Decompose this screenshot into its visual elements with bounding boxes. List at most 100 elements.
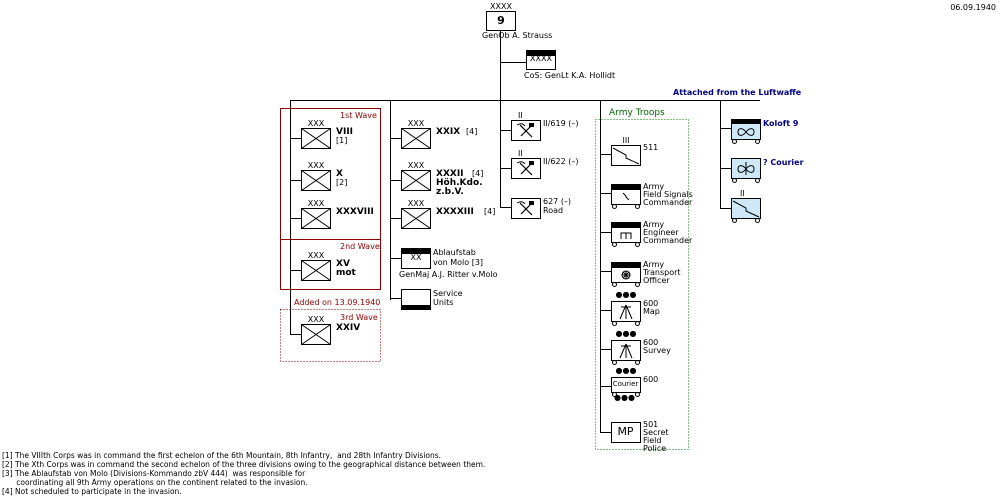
wheel-icon: [732, 218, 737, 223]
wheel-icon: [635, 282, 640, 287]
corps-symbol-xv: XXX: [301, 251, 333, 283]
corps-extra-2: z.b.V.: [436, 187, 464, 197]
luftwaffe-unit-symbol: [731, 198, 761, 219]
army-troop-symbol: [611, 422, 641, 443]
corps-symbol-x: XXX: [301, 161, 333, 193]
construction-label: II/619 (–): [543, 119, 579, 128]
corps-name: XXIV: [336, 323, 361, 333]
survey-icon: [619, 343, 633, 359]
ablaufstab-line2: von Molo [3]: [433, 258, 484, 267]
army-troop-symbol: [611, 262, 641, 283]
construction-echelon: II: [518, 149, 523, 158]
troop-label-line: Field: [643, 436, 662, 445]
infantry-cross-icon: [301, 128, 331, 149]
army-troop-symbol: [611, 340, 641, 361]
wave-label-second: 2nd Wave: [340, 242, 380, 251]
corps-echelon: XXX: [407, 199, 425, 208]
wave-added-note: Added on 13.09.1940: [294, 298, 381, 307]
footnote: [1] The VIIIth Corps was in command the …: [2, 451, 442, 460]
construction-battalion-symbol: [511, 120, 541, 141]
troop-label-line: Commander: [643, 198, 693, 207]
construction-label: II/622 (–): [543, 157, 579, 166]
infantry-cross-icon: [401, 128, 431, 149]
corps-note: [4]: [472, 169, 484, 178]
troop-echelon-below: ●●●: [614, 393, 635, 402]
corps-echelon: XXX: [307, 251, 325, 260]
ablaufstab-commander: GenMaj A.J. Ritter v.Molo: [399, 270, 498, 279]
service-units-line1: Service: [433, 289, 463, 298]
corps-name: XV: [336, 259, 350, 269]
chief-of-staff-label: CoS: GenLt K.A. Hollidt: [524, 71, 616, 80]
wave-label-third: 3rd Wave: [340, 313, 378, 322]
service-units-line2: Units: [433, 298, 454, 307]
army-troop-symbol: [611, 301, 641, 322]
troop-label-line: Army: [643, 220, 665, 229]
corps-echelon: XXX: [307, 119, 325, 128]
infantry-cross-icon: [301, 324, 331, 345]
service-units-symbol: [401, 289, 431, 310]
corps-name: VIII: [336, 127, 354, 137]
wheel-icon: [612, 392, 617, 397]
infantry-cross-icon: [401, 208, 431, 229]
wave-label-first: 1st Wave: [340, 111, 377, 120]
pick-shovel-icon: [516, 161, 534, 176]
wheel-icon: [612, 242, 617, 247]
luftwaffe-echelon: II: [740, 189, 745, 198]
troop-box-label: Courier: [612, 380, 639, 388]
aviation-icon: [737, 162, 755, 175]
infantry-cross-icon: [301, 170, 331, 191]
wheel-icon: [612, 204, 617, 209]
corps-echelon: XXX: [307, 315, 325, 324]
corps-note: [2]: [336, 178, 348, 187]
transport-officer-icon: [612, 263, 640, 280]
troop-echelon: ●●●: [615, 290, 637, 299]
troop-label-line: Secret: [643, 428, 669, 437]
luftwaffe-title: Attached from the Luftwaffe: [673, 88, 802, 97]
troop-echelon: ●●●: [615, 366, 637, 375]
construction-label: 627 (–): [543, 197, 572, 206]
troop-label-line: Army: [643, 182, 665, 191]
corps-note: [4]: [466, 127, 478, 136]
troop-box-label: MP: [617, 425, 634, 438]
corps-extra-1: Höh.Kdo.: [436, 178, 483, 188]
corps-echelon: XXX: [407, 119, 425, 128]
army-echelon: XXXX: [490, 2, 512, 11]
luftwaffe-unit-label: ? Courier: [763, 158, 804, 167]
wheel-icon: [635, 392, 640, 397]
corps-echelon: XXX: [307, 199, 325, 208]
wheel-icon: [635, 321, 640, 326]
troop-label-line: Commander: [643, 236, 693, 245]
troop-label-line: 511: [643, 143, 659, 152]
cos-echelon: XXXX: [530, 54, 552, 63]
army-commander: GenOb A. Strauss: [482, 31, 553, 40]
troop-label-line: 600: [643, 375, 659, 384]
ablaufstab-symbol: XX: [401, 248, 431, 269]
troop-label-line: Officer: [643, 276, 670, 285]
footnote: [3] The Ablaufstab von Molo (Divisions-K…: [2, 469, 306, 478]
troop-label-line: Police: [643, 444, 667, 453]
aviation-icon: [732, 120, 760, 136]
wheel-icon: [755, 139, 760, 144]
corps-name: XXXVIII: [336, 207, 374, 217]
construction-sub: Road: [543, 206, 564, 215]
corps-name: XXXII: [436, 169, 464, 179]
footnote: coordinating all 9th Army operations on …: [2, 478, 308, 487]
corps-symbol-xxxviii: XXX: [301, 199, 333, 231]
wheel-icon: [612, 360, 617, 365]
construction-battalion-symbol: [511, 198, 541, 219]
troop-label-line: Transport: [643, 268, 681, 277]
corps-echelon: XXX: [307, 161, 325, 170]
construction-echelon: II: [518, 111, 523, 120]
luftwaffe-unit-symbol: [731, 119, 761, 140]
corps-note: [1]: [336, 136, 348, 145]
infantry-cross-icon: [401, 170, 431, 191]
wheel-icon: [635, 360, 640, 365]
troop-label-line: Field Signals: [643, 190, 693, 199]
signals-icon: [612, 147, 640, 165]
corps-symbol-xxiv: XXX: [301, 315, 333, 347]
luftwaffe-unit-label: Koloft 9: [763, 119, 799, 128]
corps-symbol-xxxii: XXX: [401, 161, 433, 193]
footnote: [2] The Xth Corps was in command the sec…: [2, 460, 486, 469]
corps-symbol-xxxxiii: XXX: [401, 199, 433, 231]
troop-label-line: Army: [643, 260, 665, 269]
